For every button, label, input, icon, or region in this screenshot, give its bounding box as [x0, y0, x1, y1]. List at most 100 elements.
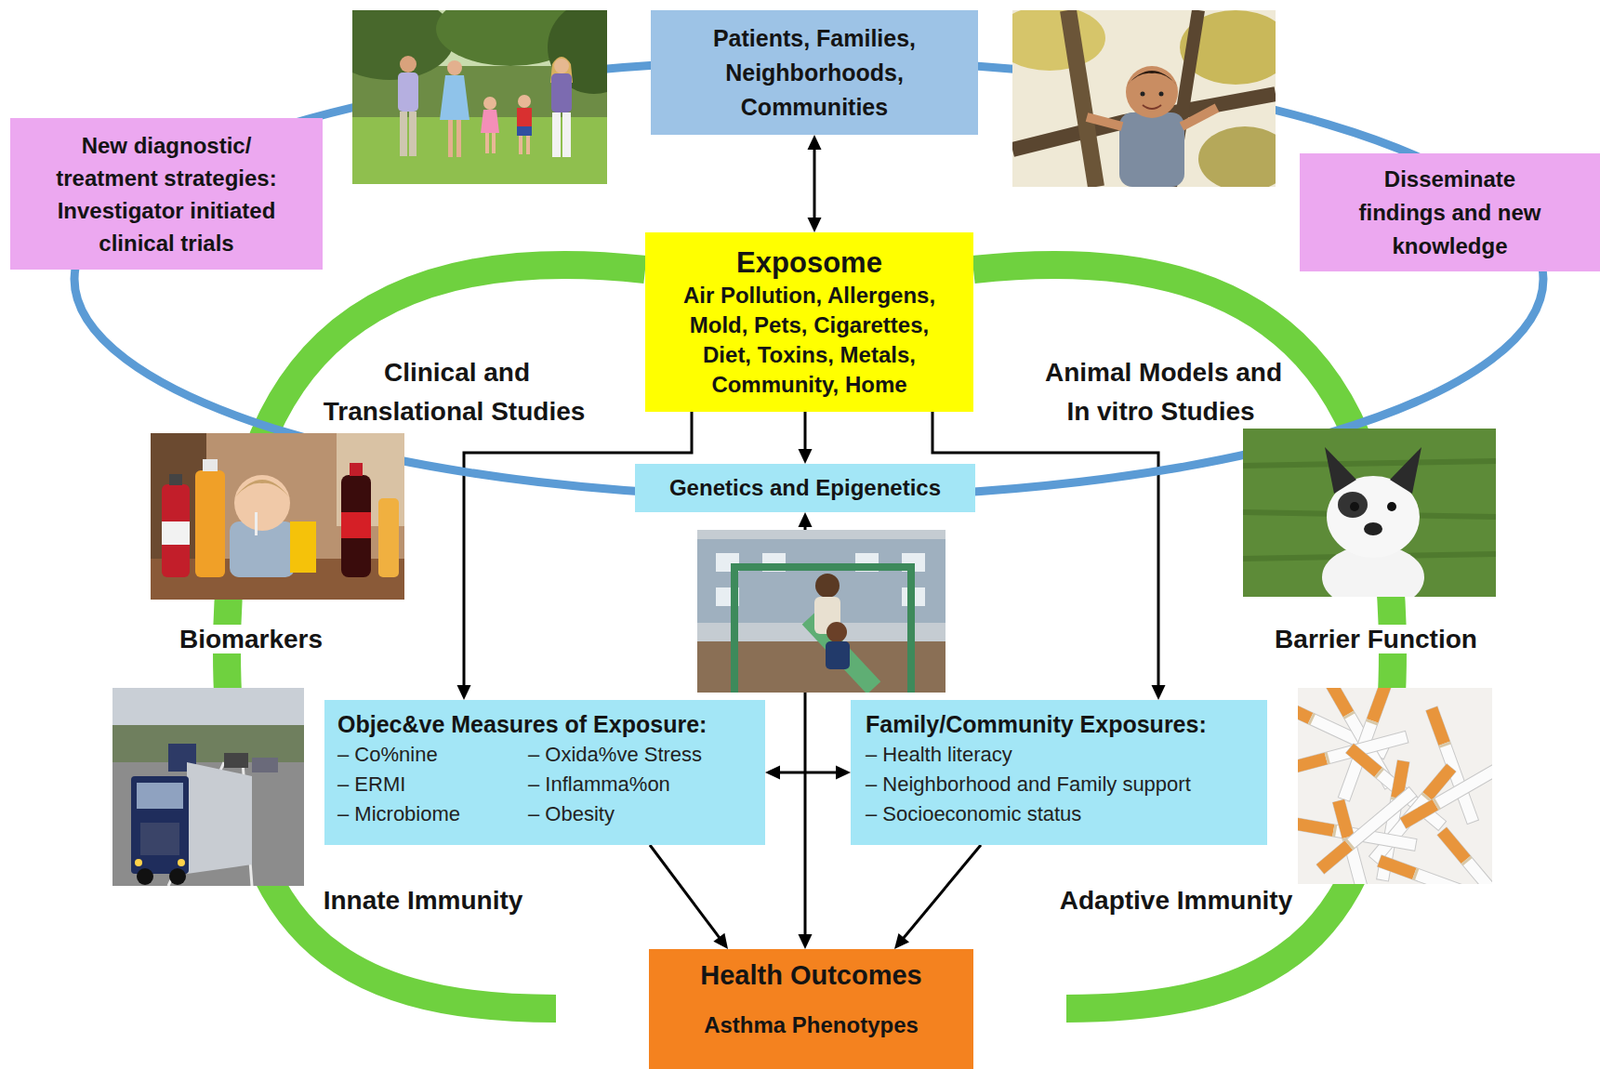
playground-photo-part	[697, 529, 946, 693]
child-in-tree-photo-part	[1119, 112, 1185, 187]
family-photo-part	[456, 119, 462, 158]
playground-photo-part	[815, 573, 840, 598]
arrowhead	[798, 449, 813, 464]
cigarettes-photo-part	[1400, 757, 1511, 829]
objective-measures-box: Objec&ve Measures of Exposure:– Co%nine–…	[324, 700, 766, 846]
traffic-photo-part	[134, 859, 143, 867]
family-photo-part	[399, 55, 417, 73]
cigarettes-photo-part	[1316, 786, 1417, 874]
arrowhead	[457, 685, 472, 701]
connector-line	[804, 411, 807, 452]
child-in-tree-photo-part	[1125, 66, 1178, 119]
item-list: – Health literacy– Neighborhood and Fami…	[865, 740, 1253, 830]
family-photo-part	[447, 60, 463, 76]
family-photo-part	[526, 135, 530, 155]
family-photo-part	[552, 112, 561, 158]
cigarettes-photo	[1274, 678, 1525, 928]
family-photo-part	[551, 73, 572, 113]
item-list: – Co%nine– Oxida%ve Stress– ERMI– Inflam…	[337, 740, 753, 830]
family-photo-part	[397, 72, 419, 112]
playground-photo	[697, 529, 946, 693]
child-drinks-photo-part	[234, 479, 291, 499]
list-item: – Health literacy	[865, 740, 1253, 770]
child-drinks-photo-part	[195, 470, 225, 578]
child-drinks-photo-part	[378, 498, 399, 578]
box-title: Exposome	[736, 245, 883, 281]
connector-arrow	[798, 411, 813, 464]
family-photo-part	[562, 112, 571, 158]
traffic-photo-part	[136, 868, 154, 886]
pathway-label: Barrier Function	[1271, 624, 1481, 654]
family-photo-part	[554, 58, 569, 74]
arrowhead	[807, 134, 822, 150]
outcome-box: Health OutcomesAsthma Phenotypes	[648, 949, 974, 1069]
pathway-label: Adaptive Immunity	[1057, 885, 1296, 915]
family-photo-part	[409, 111, 417, 157]
box-body: Asthma Phenotypes	[703, 995, 919, 1056]
arrowhead	[894, 933, 910, 950]
child-in-tree-photo-part	[1181, 107, 1217, 127]
list-item: – Neighborhood and Family support	[865, 769, 1253, 800]
traffic-photo-part	[169, 868, 186, 886]
family-photo-part	[483, 96, 497, 110]
label-box: Barrier Function	[1269, 620, 1483, 660]
list-item: – Socioeconomic status	[865, 799, 1253, 830]
pathway-label: Innate Immunity	[320, 885, 527, 915]
list-item: – Inflamma%on	[528, 769, 753, 800]
cigarettes-photo-part	[1377, 855, 1496, 909]
child-drinks-photo-part	[161, 484, 190, 578]
connector-arrow	[894, 845, 981, 950]
child-in-tree-photo	[993, 5, 1292, 192]
dog-photo-part	[1389, 447, 1422, 494]
family-photo-part	[485, 132, 490, 154]
child-drinks-photo-part	[169, 474, 183, 486]
family-photo-part	[324, 0, 455, 80]
arrowhead	[835, 766, 851, 781]
traffic-photo-part	[131, 776, 189, 874]
child-drinks-photo-part	[254, 512, 258, 536]
pathway-label: Biomarkers	[176, 624, 326, 654]
family-photo-part	[517, 94, 531, 108]
child-in-tree-photo-part	[1159, 92, 1164, 97]
traffic-photo-part	[224, 753, 249, 768]
playground-photo-part	[826, 621, 847, 643]
child-drinks-photo-part	[234, 475, 291, 531]
family-photo-part	[516, 126, 532, 136]
child-in-tree-photo-part	[1198, 126, 1292, 192]
connector-line	[901, 845, 981, 940]
box-heading: Family/Community Exposures:	[865, 708, 1253, 741]
family-photo-part	[491, 132, 496, 154]
family-photo-part	[399, 111, 408, 157]
box-title: Health Outcomes	[700, 954, 923, 996]
connector-arrow	[457, 411, 693, 701]
traffic-photo-part	[136, 782, 184, 809]
connector-arrow	[765, 766, 851, 781]
list-item: – Oxida%ve Stress	[528, 740, 753, 770]
traffic-photo-part	[140, 822, 180, 856]
child-in-tree-photo-part	[1086, 117, 1123, 127]
arrowhead	[807, 217, 822, 233]
traffic-photo-part	[112, 687, 305, 886]
label-box: Adaptive Immunity	[1050, 881, 1302, 921]
family-photo-part	[518, 135, 523, 155]
dog-photo-part	[1349, 502, 1360, 512]
connector-arrow	[932, 411, 1166, 701]
child-drinks-photo-part	[202, 459, 218, 472]
traffic-photo-part	[112, 725, 305, 763]
list-item: – Co%nine	[337, 740, 529, 770]
dog-photo-part	[1242, 461, 1496, 559]
connector-arrow	[649, 845, 728, 950]
child-drinks-photo-part	[161, 521, 190, 545]
child-in-tree-photo-part	[1068, 10, 1097, 187]
connector-line	[813, 146, 817, 221]
cigarettes-photo-part	[1437, 827, 1525, 928]
dog-photo-part	[1324, 447, 1357, 494]
playground-photo-part	[825, 641, 850, 670]
child-drinks-photo-part	[290, 521, 317, 573]
connector-arrow	[807, 134, 822, 233]
traffic-photo-part	[251, 757, 278, 773]
list-item: – Microbiome	[337, 799, 529, 830]
dog-photo-part	[1363, 522, 1383, 536]
dog-photo-part	[1337, 491, 1368, 518]
